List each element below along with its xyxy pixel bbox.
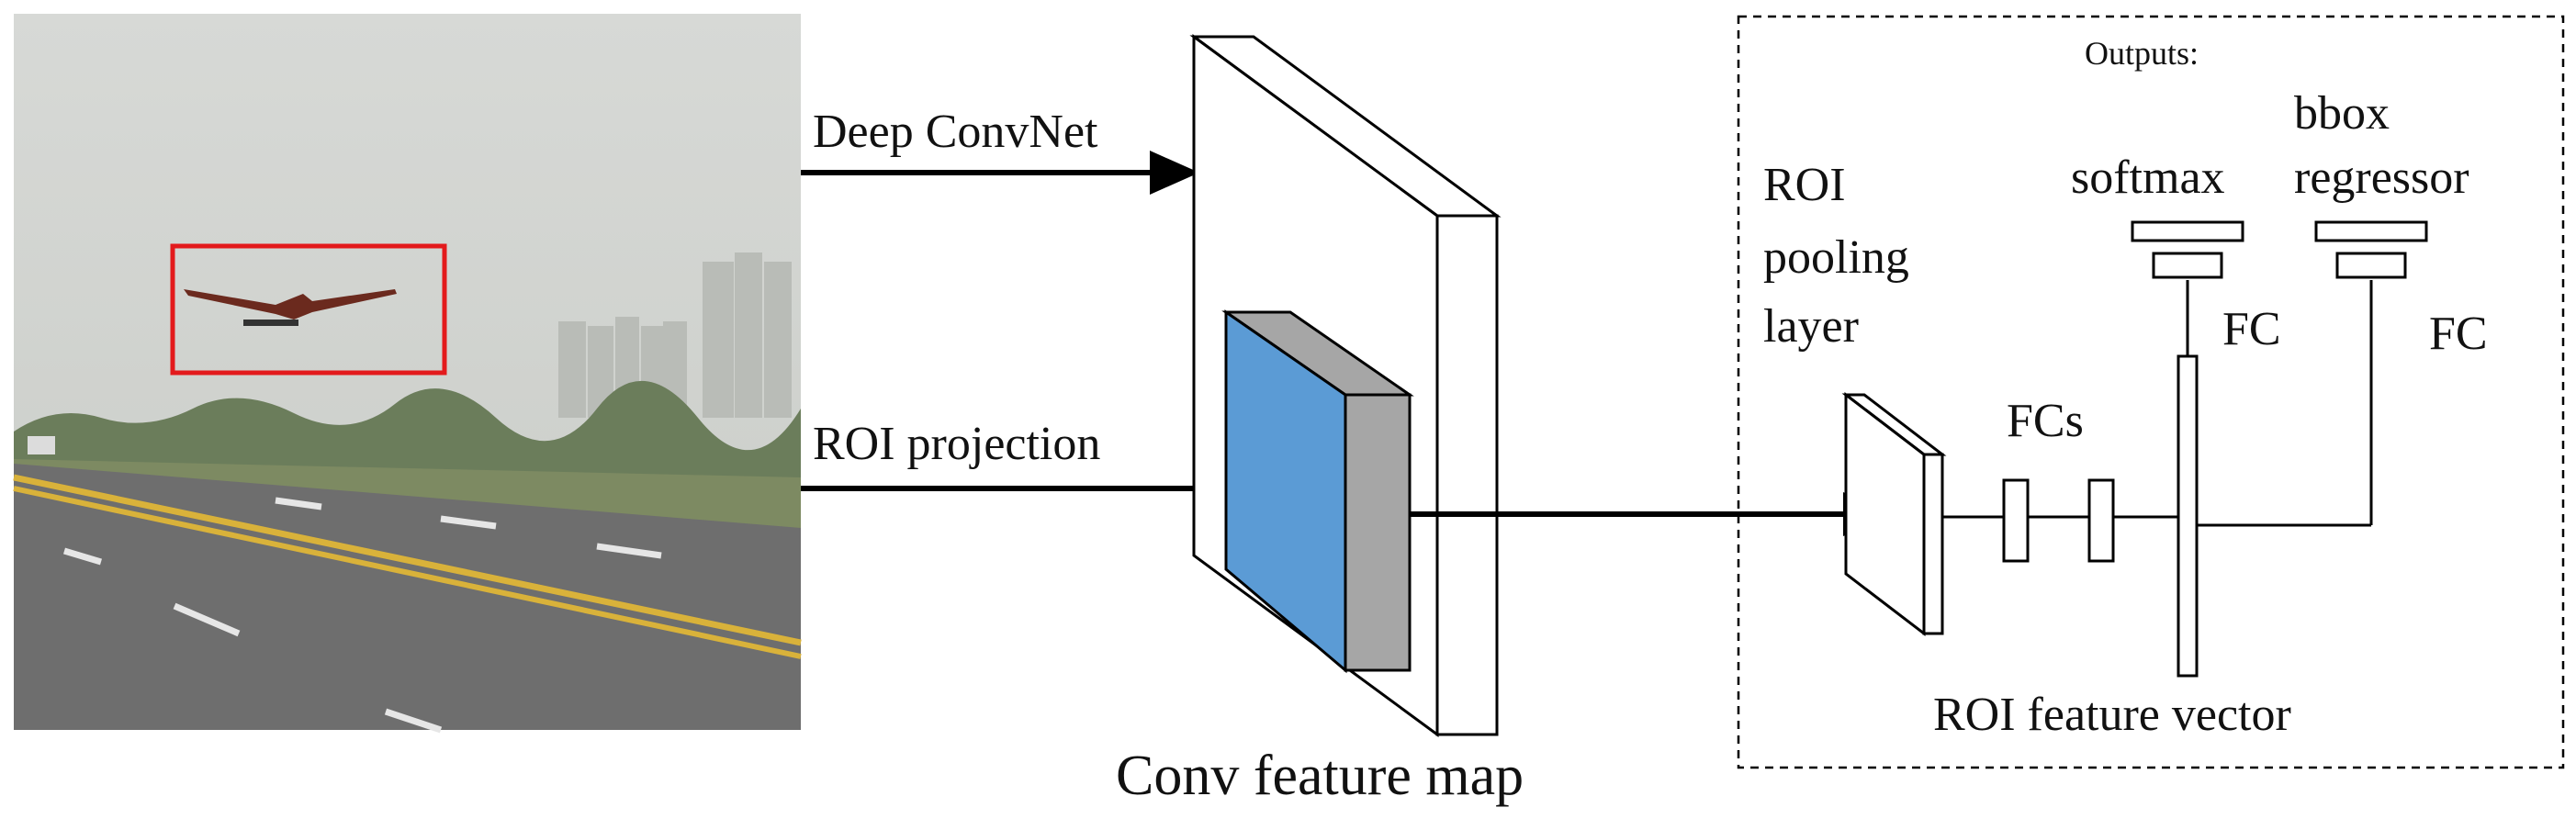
photo-road-yellow-line-2 (13, 486, 802, 659)
roi-feature-vector-bar (2177, 354, 2199, 678)
bbox-label: bbox (2294, 87, 2390, 140)
feature-map-side (1435, 214, 1499, 736)
fc-layer-2 (2087, 478, 2115, 563)
fc-layer-1 (2002, 478, 2030, 563)
fc-left-label: FC (2222, 303, 2281, 355)
input-photo (13, 14, 802, 734)
fc-chain (1942, 478, 2190, 563)
roi-pooling-label-2: pooling (1763, 231, 1909, 284)
deep-convnet-label: Deep ConvNet (813, 106, 1098, 158)
pooling-side (1922, 453, 1944, 635)
softmax-output-wide (2131, 220, 2244, 242)
photo-car (28, 436, 55, 454)
roi-pooling-layer (1841, 391, 1947, 637)
fc-right-label: FC (2429, 308, 2488, 360)
bbox-output-fc (2335, 252, 2407, 279)
roi-pooling-label-3: layer (1763, 300, 1859, 353)
roi-feature-vector-label: ROI feature vector (1933, 689, 2291, 741)
softmax-label: softmax (2071, 151, 2225, 204)
roi-projection-label: ROI projection (813, 418, 1100, 470)
fcs-label: FCs (2007, 395, 2084, 447)
outputs-label: Outputs: (2085, 35, 2199, 72)
bbox-branch (2197, 280, 2373, 527)
photo-road-dashes (62, 497, 662, 734)
roi-region-side (1344, 393, 1412, 672)
bbox-output-wide (2314, 220, 2428, 242)
conv-feature-map-label: Conv feature map (1116, 745, 1524, 807)
bbox-regressor-output (2314, 220, 2428, 279)
softmax-output (2131, 220, 2244, 279)
roi-pooling-label-1: ROI (1763, 159, 1846, 211)
softmax-output-fc (2152, 252, 2223, 279)
outputs-box (1737, 15, 2565, 769)
regressor-label: regressor (2294, 151, 2469, 204)
photo-road-yellow-line (13, 474, 802, 646)
photo-airplane (184, 289, 397, 326)
detection-bounding-box (170, 243, 447, 376)
roi-region (1221, 309, 1414, 674)
